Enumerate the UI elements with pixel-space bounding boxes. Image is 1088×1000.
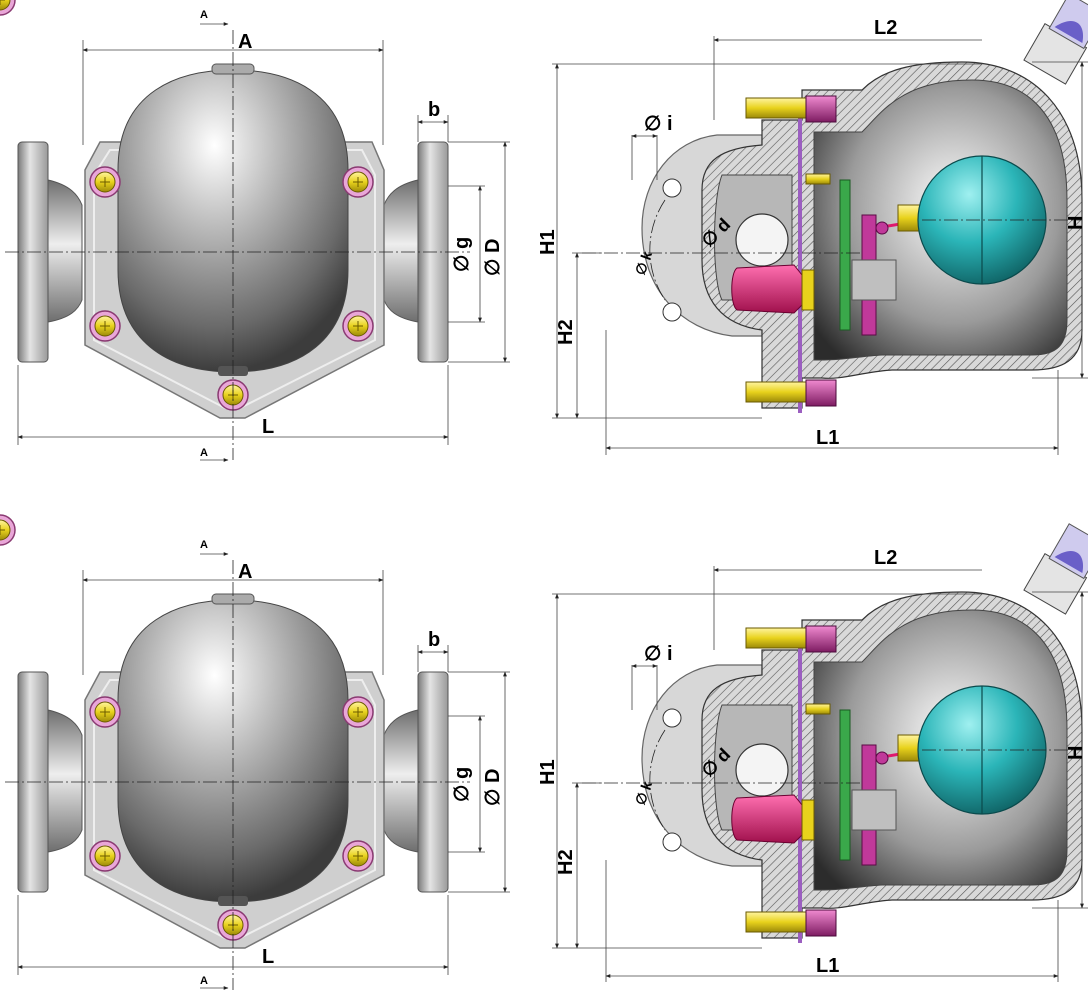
section-mark-bottom: A (200, 975, 208, 987)
bottom-length-label: L1 (816, 955, 839, 977)
flange-diameter-label: ∅ D (482, 769, 504, 806)
hole-label: ∅ i (644, 113, 673, 135)
pitch-circle-label: ∅ k (632, 249, 655, 277)
top-length-label: L2 (874, 547, 897, 569)
bore-label: ∅ g (451, 237, 473, 272)
bottom-length-label: L1 (816, 427, 839, 449)
front-view-bottom: A A b ∅ g ∅ D L A (0, 514, 510, 990)
hole-label: ∅ i (644, 643, 673, 665)
section-view-bottom: L2 H1 H H2 L1 ∅ i ∅ d ∅ k (537, 519, 1088, 982)
flange-thickness-label: b (428, 99, 440, 121)
length-label: L (262, 416, 274, 438)
total-height-label: H1 (537, 759, 559, 785)
flange-thickness-label: b (428, 629, 440, 651)
width-label: A (238, 31, 252, 53)
front-view-top: A A b ∅ g ∅ D L A (0, 0, 510, 462)
flange-diameter-label: ∅ D (482, 239, 504, 276)
top-length-label: L2 (874, 17, 897, 39)
total-height-label: H1 (537, 229, 559, 255)
body-height-label: H (1065, 216, 1087, 230)
width-label: A (238, 561, 252, 583)
lower-height-label: H2 (555, 849, 577, 875)
section-view-top: L2 H1 H H2 L1 ∅ i ∅ d ∅ k (537, 0, 1088, 455)
length-label: L (262, 946, 274, 968)
pitch-circle-label: ∅ k (632, 779, 655, 807)
bore-label: ∅ g (451, 767, 473, 802)
section-mark-top: A (200, 539, 208, 551)
lower-height-label: H2 (555, 319, 577, 345)
section-mark-bottom: A (200, 447, 208, 459)
section-mark-top: A (200, 9, 208, 21)
body-height-label: H (1065, 746, 1087, 760)
